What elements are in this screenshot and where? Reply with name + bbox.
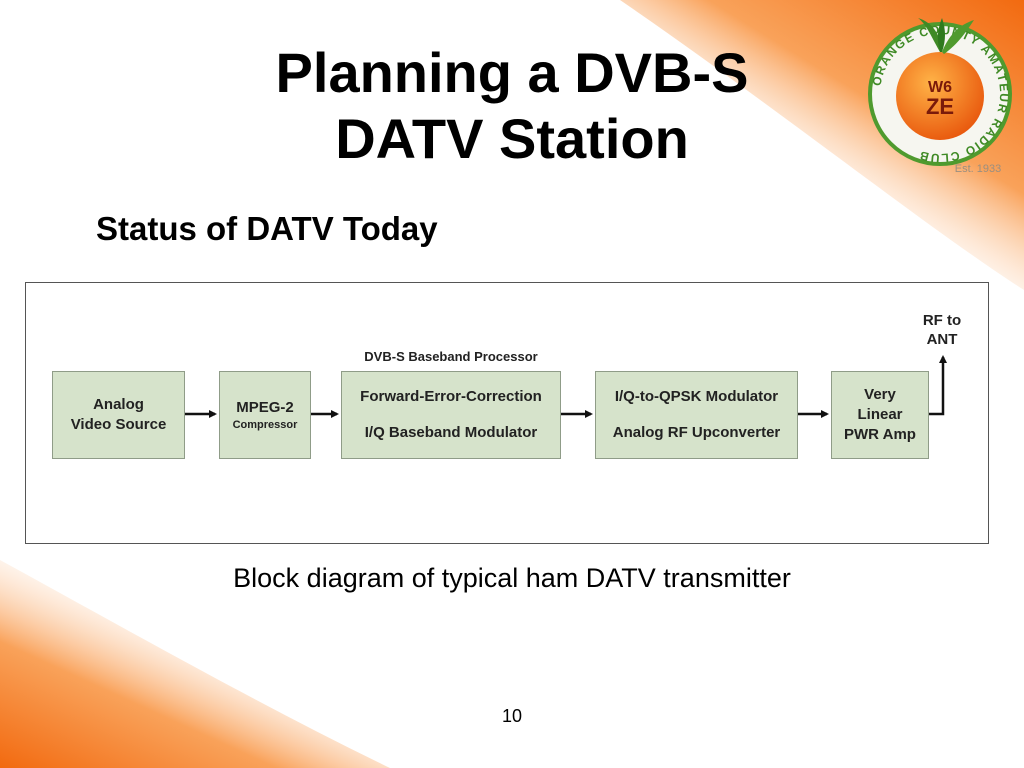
- block-power-amplifier: Very Linear PWR Amp: [831, 371, 929, 459]
- leaf-icon: [942, 20, 974, 54]
- block-dvbs-baseband-processor: Forward-Error-Correction I/Q Baseband Mo…: [341, 371, 561, 459]
- block-mpeg2-compressor: MPEG-2 Compressor: [219, 371, 311, 459]
- block-diagram: Analog Video Source MPEG-2 Compressor DV…: [25, 282, 989, 544]
- block-label: PWR Amp: [844, 426, 916, 443]
- block-label: MPEG-2: [236, 399, 294, 416]
- slide-title-line1: Planning a DVB-S: [275, 41, 749, 104]
- diagram-arrows: [185, 355, 947, 418]
- logo-established: Est. 1933: [955, 163, 1001, 175]
- club-logo: ORANGE COUNTY AMATEUR RADIO CLUB W6 ZE E…: [868, 18, 1012, 175]
- baseband-group-label: DVB-S Baseband Processor: [364, 349, 538, 364]
- block-label: Very: [864, 386, 896, 403]
- leaf-icon: [918, 18, 942, 52]
- diagram-caption: Block diagram of typical ham DATV transm…: [233, 563, 791, 593]
- arrow-amp-to-antenna: [929, 355, 947, 416]
- block-label: Analog: [93, 396, 144, 413]
- slide-title-line2: DATV Station: [335, 107, 689, 170]
- slide-subtitle: Status of DATV Today: [96, 210, 438, 247]
- rf-output-label: RF to ANT: [910, 311, 974, 349]
- orange-fruit-icon: [896, 52, 984, 140]
- logo-callsign-bottom: ZE: [926, 94, 954, 119]
- block-analog-video-source: Analog Video Source: [52, 371, 185, 459]
- block-label: Linear: [857, 406, 903, 423]
- block-label: Analog RF Upconverter: [612, 424, 781, 441]
- rf-output-label-line2: ANT: [926, 331, 958, 348]
- block-label: I/Q Baseband Modulator: [364, 424, 538, 441]
- page-number: 10: [501, 706, 523, 726]
- block-qpsk-modulator: I/Q-to-QPSK Modulator Analog RF Upconver…: [595, 371, 798, 459]
- slide-title: Planning a DVB-S DATV Station: [180, 40, 844, 172]
- block-label: Compressor: [232, 419, 298, 431]
- block-label: Video Source: [70, 416, 167, 433]
- leaf-icon: [937, 18, 945, 52]
- logo-callsign-top: W6: [928, 79, 952, 96]
- rf-output-label-line1: RF to: [922, 312, 962, 329]
- block-label: I/Q-to-QPSK Modulator: [614, 388, 779, 405]
- block-label: Forward-Error-Correction: [360, 388, 542, 405]
